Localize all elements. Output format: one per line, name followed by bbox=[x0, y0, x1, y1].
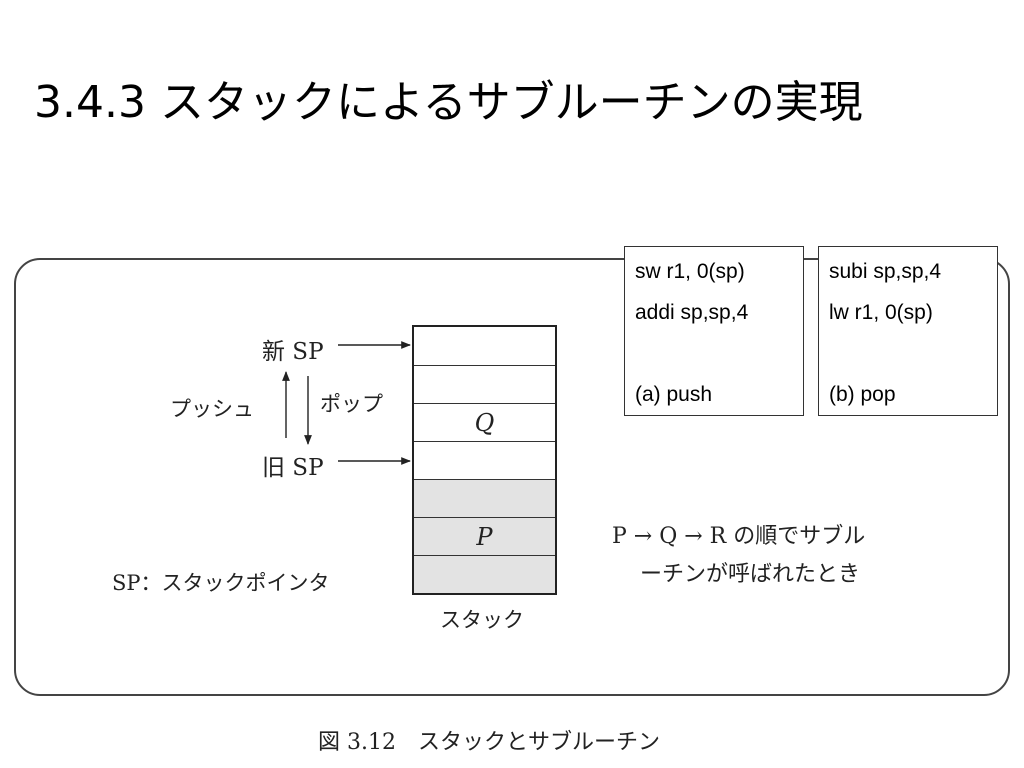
stack-label: スタック bbox=[440, 608, 524, 632]
stack-cell-q: Q bbox=[414, 403, 555, 441]
pop-caption: (b) pop bbox=[829, 383, 896, 406]
stack-cell bbox=[414, 327, 555, 365]
stack-cell bbox=[414, 555, 555, 593]
push-label: プッシュ bbox=[170, 397, 254, 421]
sp-legend: SP：スタックポインタ bbox=[112, 571, 330, 595]
order-note-line2: ーチンが呼ばれたとき bbox=[640, 562, 861, 587]
figure-frame bbox=[14, 258, 1010, 696]
new-sp-label: 新 SP bbox=[262, 339, 324, 365]
cell-q-label: Q bbox=[474, 409, 495, 437]
cell-p-label: P bbox=[476, 523, 493, 551]
pop-code-box: subi sp,sp,4 lw r1, 0(sp) (b) pop bbox=[818, 246, 998, 416]
stack-cell bbox=[414, 365, 555, 403]
order-note-line1: P → Q → R の順でサブル bbox=[612, 524, 866, 549]
stack-diagram: Q P bbox=[412, 325, 557, 595]
slide-title: 3.4.3 スタックによるサブルーチンの実現 bbox=[34, 77, 863, 128]
pop-label: ポップ bbox=[320, 392, 383, 416]
figure-caption: 図 3.12 スタックとサブルーチン bbox=[318, 730, 660, 755]
stack-cell bbox=[414, 441, 555, 479]
pop-code-line: subi sp,sp,4 bbox=[829, 260, 942, 283]
push-code-line: sw r1, 0(sp) bbox=[635, 260, 745, 283]
push-code-line: addi sp,sp,4 bbox=[635, 301, 749, 324]
stack-cell bbox=[414, 479, 555, 517]
pop-code-line: lw r1, 0(sp) bbox=[829, 301, 933, 324]
push-code-box: sw r1, 0(sp) addi sp,sp,4 (a) push bbox=[624, 246, 804, 416]
push-caption: (a) push bbox=[635, 383, 713, 406]
old-sp-label: 旧 SP bbox=[262, 455, 324, 481]
stack-cell-p: P bbox=[414, 517, 555, 555]
